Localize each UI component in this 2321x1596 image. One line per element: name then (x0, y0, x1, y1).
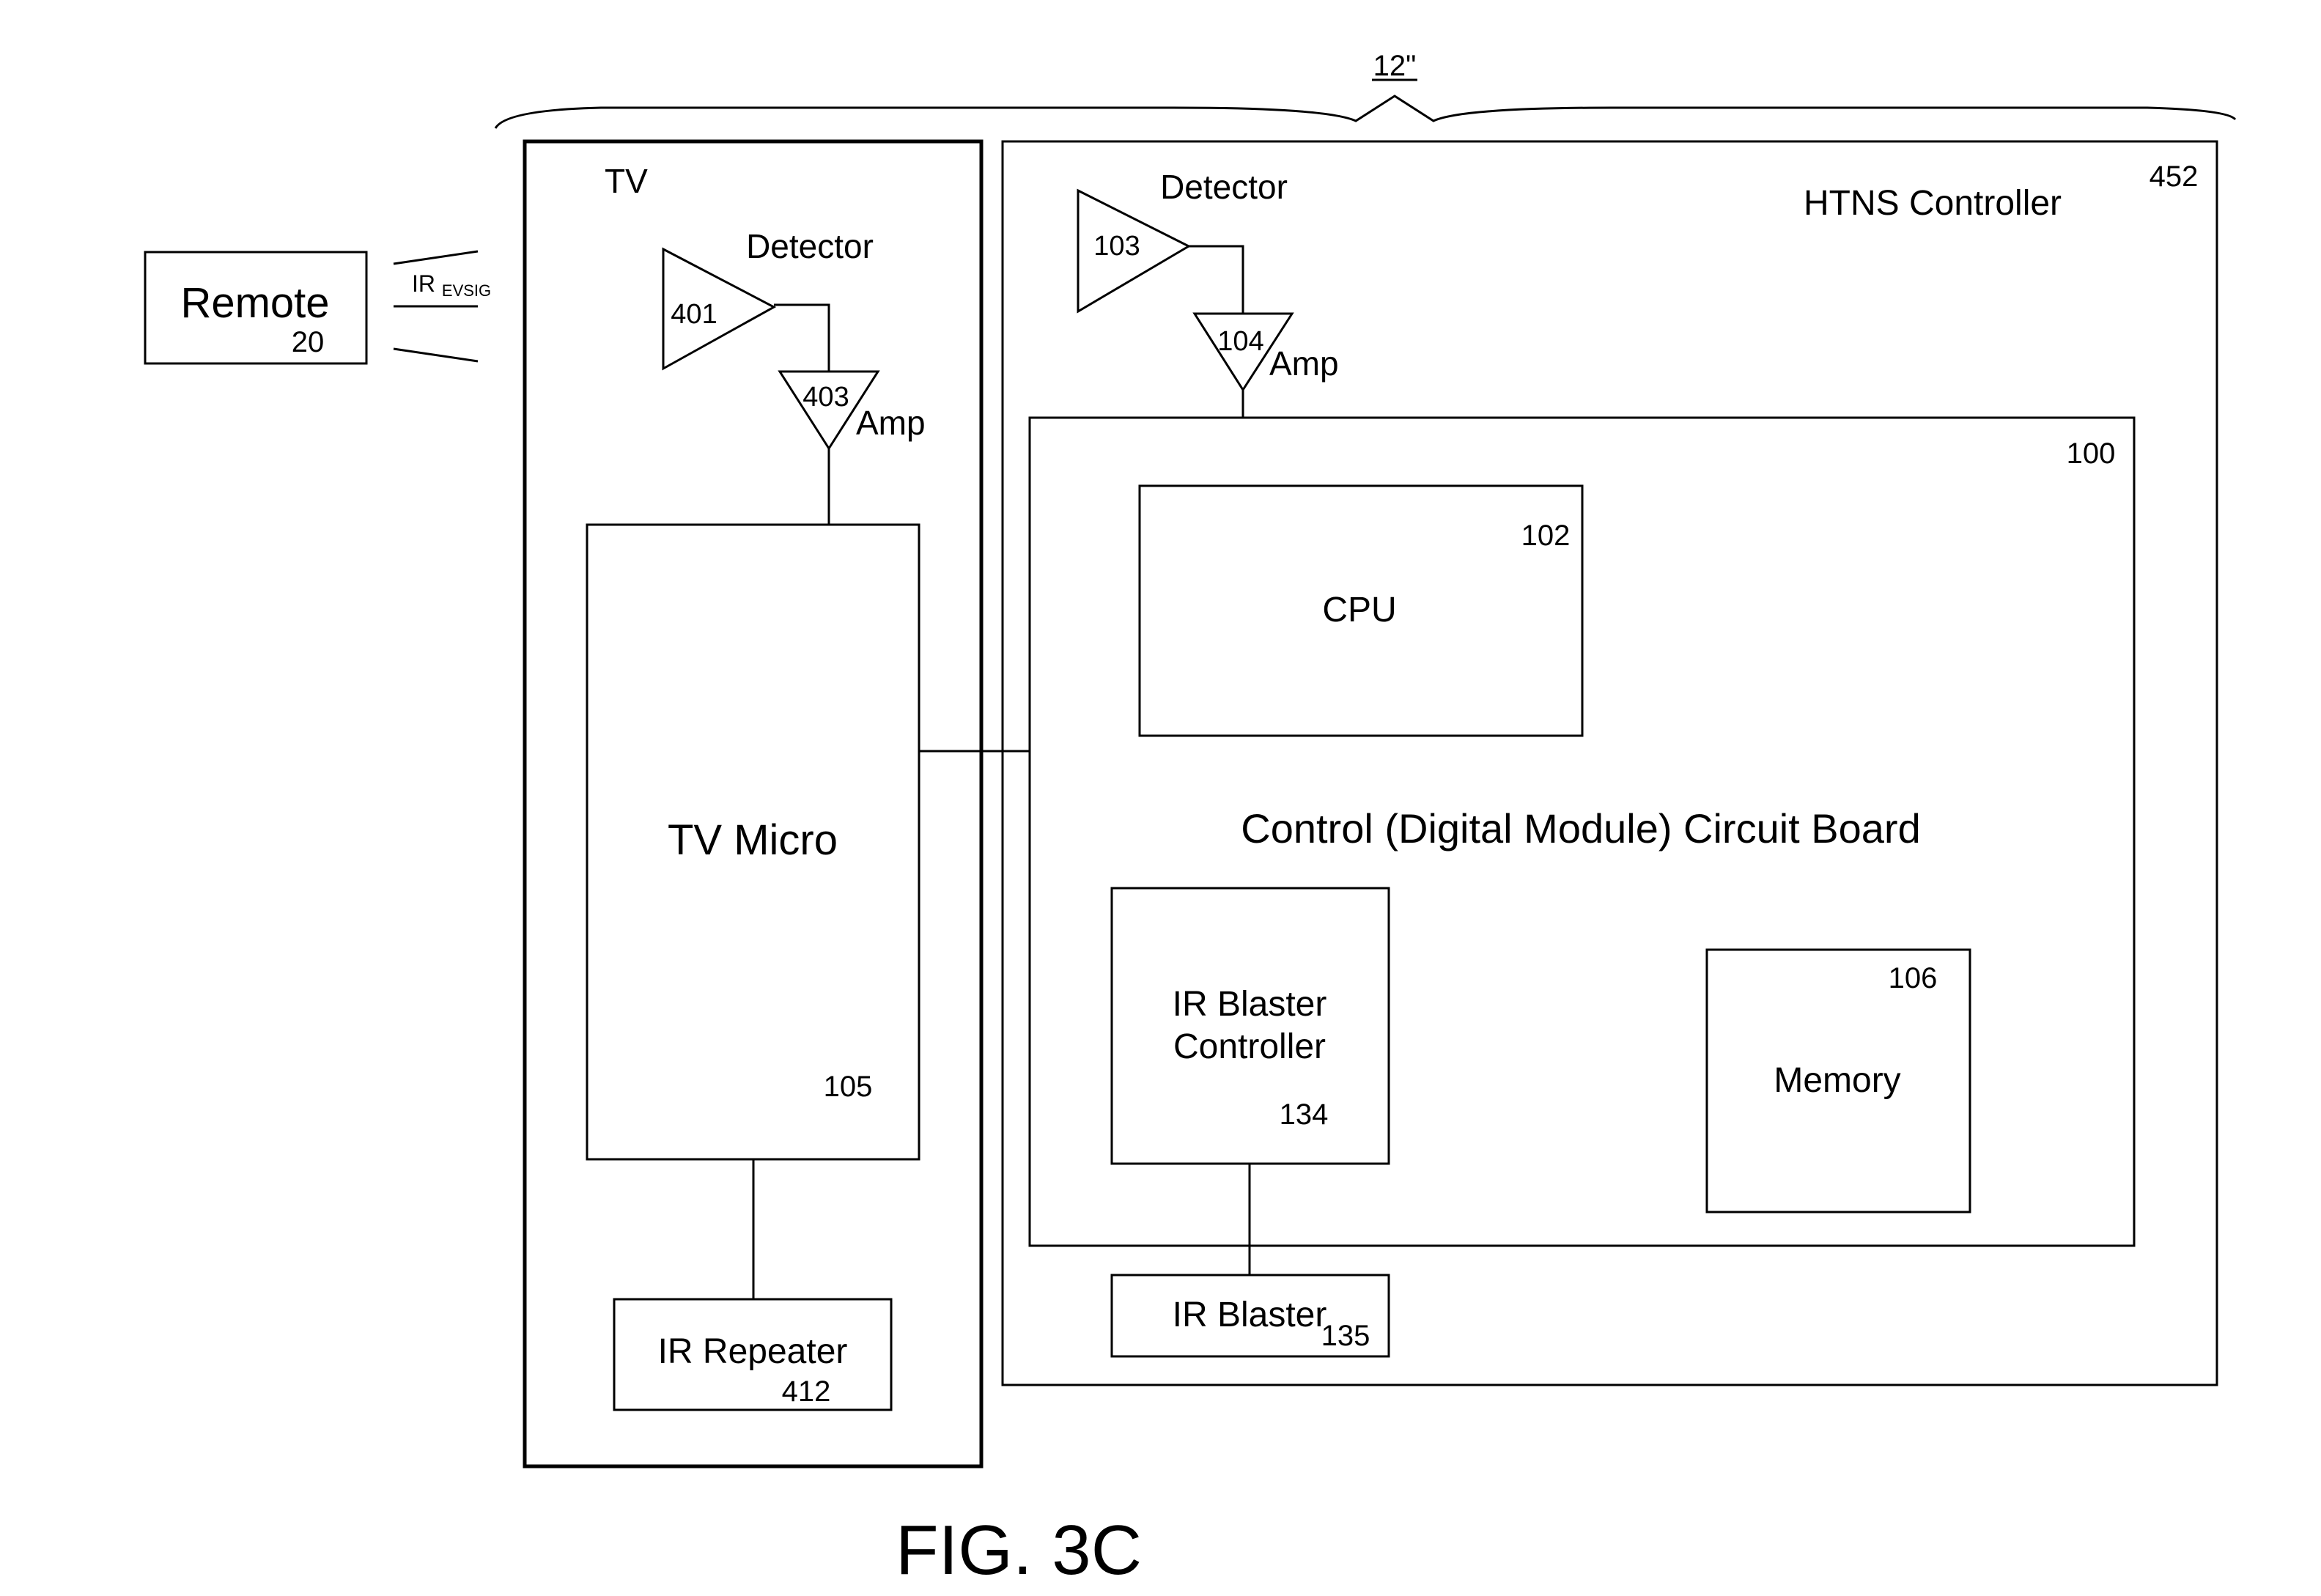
ir-blaster-controller-label-line2: Controller (1173, 1027, 1326, 1066)
tv-block: TV 401 Detector 403 Amp TV Micro 105 IR … (525, 141, 981, 1466)
ir-blaster-ref: 135 (1321, 1320, 1370, 1352)
htns-controller-ref: 452 (2150, 160, 2199, 193)
htns-controller-block: HTNS Controller 452 103 Detector 104 Amp… (1003, 141, 2217, 1385)
ir-blaster-controller-box (1112, 888, 1389, 1164)
circuit-board-label: Control (Digital Module) Circuit Board (1241, 805, 1920, 851)
remote-label: Remote (180, 279, 329, 327)
htns-detector-wire (1189, 246, 1243, 314)
ir-ray-top (394, 251, 478, 264)
htns-detector-ref: 103 (1093, 231, 1140, 262)
htns-amp-ref: 104 (1217, 326, 1263, 357)
memory-ref: 106 (1889, 962, 1938, 994)
ir-signal: IR EVSIG (394, 251, 491, 361)
remote-ref: 20 (292, 326, 325, 358)
ir-blaster-label: IR Blaster (1173, 1296, 1327, 1334)
htns-detector-label: Detector (1160, 168, 1288, 206)
ir-repeater-ref: 412 (782, 1375, 831, 1408)
cpu-ref: 102 (1521, 520, 1571, 552)
circuit-board-ref: 100 (2067, 437, 2116, 470)
ir-repeater-label: IR Repeater (658, 1332, 848, 1371)
tv-detector-label: Detector (746, 227, 874, 265)
htns-amp-label: Amp (1269, 344, 1339, 383)
ir-blaster-controller-ref: 134 (1280, 1098, 1329, 1131)
tv-detector-ref: 401 (671, 299, 717, 330)
ir-signal-label: IR (412, 270, 435, 297)
tv-label: TV (605, 162, 648, 200)
dimension-brace: 12" (495, 50, 2235, 128)
tv-detector-wire (774, 305, 829, 372)
tv-micro-label: TV Micro (668, 816, 838, 864)
cpu-label: CPU (1322, 591, 1396, 629)
tv-micro-ref: 105 (824, 1071, 873, 1103)
ir-blaster-controller-label-line1: IR Blaster (1173, 985, 1327, 1024)
figure-caption: FIG. 3C (896, 1511, 1142, 1589)
ir-signal-subscript: EVSIG (442, 281, 491, 300)
ir-ray-bottom (394, 349, 478, 361)
memory-label: Memory (1774, 1061, 1900, 1100)
remote-block: Remote 20 (145, 252, 366, 363)
dimension-label: 12" (1373, 50, 1417, 82)
tv-amp-label: Amp (856, 404, 926, 442)
svg-text:IR EVSIG: IR EVSIG (412, 270, 491, 300)
tv-amp-ref: 403 (802, 382, 849, 413)
htns-controller-label: HTNS Controller (1804, 184, 2062, 223)
